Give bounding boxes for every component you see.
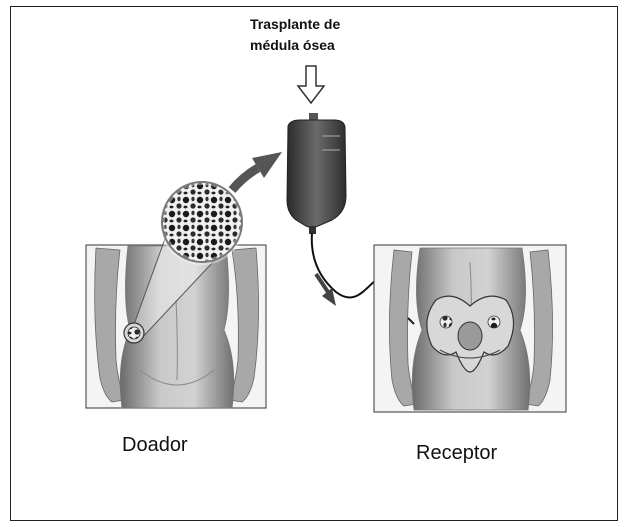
donor-figure xyxy=(86,236,266,408)
bone-marrow-zoom xyxy=(162,182,242,262)
down-arrow-icon xyxy=(298,66,324,103)
donor-label: Doador xyxy=(122,434,188,457)
recipient-figure xyxy=(374,245,566,412)
transfer-arrow-icon xyxy=(232,152,282,190)
recipient-label: Receptor xyxy=(416,442,497,465)
iv-bag xyxy=(287,113,346,234)
